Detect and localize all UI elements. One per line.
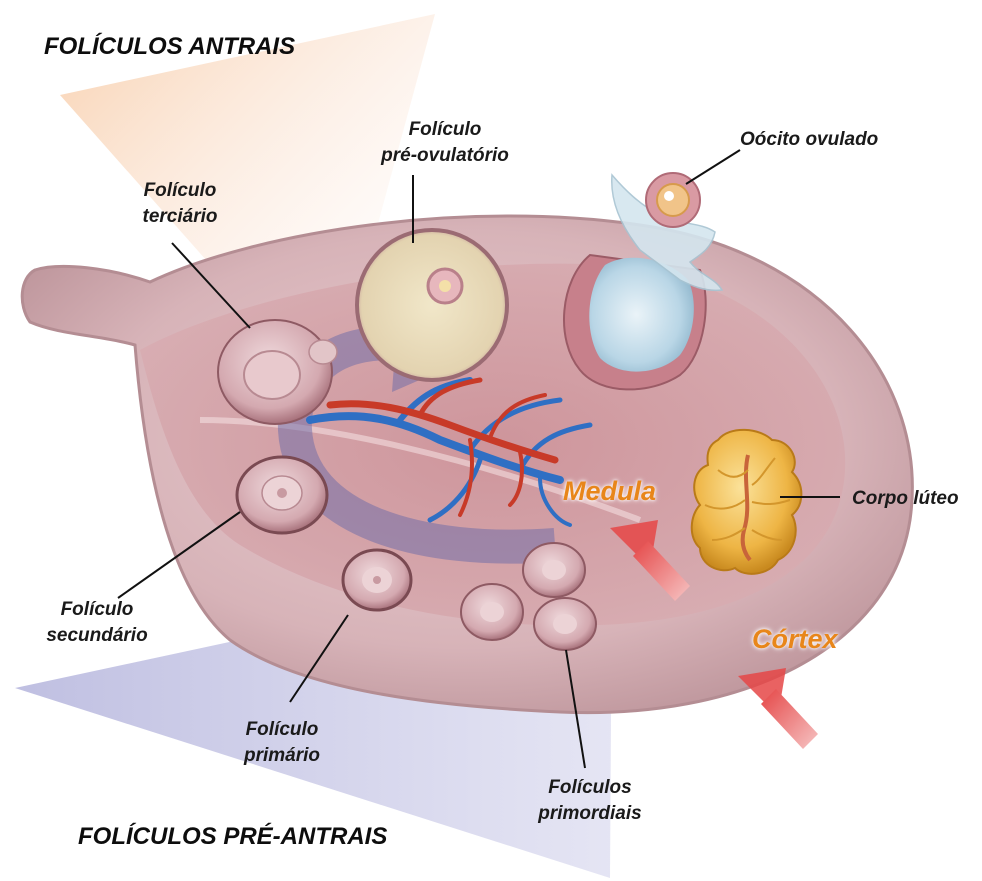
tertiary-label-line2: terciário [130, 204, 230, 230]
preovulatory-label-line2: pré-ovulatório [380, 143, 510, 169]
medulla-label: Medula [563, 476, 656, 507]
preovulatory-follicle-label: Folículo pré-ovulatório [380, 117, 510, 169]
tertiary-label-line1: Folículo [130, 178, 230, 204]
preovulatory-follicle [357, 230, 507, 380]
primary-follicle-label: Folículo primário [232, 717, 332, 769]
preovulatory-label-line1: Folículo [380, 117, 510, 143]
tertiary-follicle-label: Folículo terciário [130, 178, 230, 230]
secondary-label-line1: Folículo [42, 597, 152, 623]
primary-follicle [343, 550, 411, 610]
corpus-luteum-label: Corpo lúteo [852, 486, 959, 512]
preantral-follicles-header: FOLÍCULOS PRÉ-ANTRAIS [78, 823, 387, 851]
secondary-label-line2: secundário [42, 623, 152, 649]
ovulated-oocyte-label: Oócito ovulado [740, 127, 878, 153]
primordial-label-line1: Folículos [530, 775, 650, 801]
primary-label-line2: primário [232, 743, 332, 769]
leader-oocyte [686, 150, 740, 184]
antral-follicles-header: FOLÍCULOS ANTRAIS [44, 33, 295, 61]
secondary-follicle [237, 457, 327, 533]
cortex-label: Córtex [752, 624, 838, 655]
primary-label-line1: Folículo [232, 717, 332, 743]
secondary-follicle-label: Folículo secundário [42, 597, 152, 649]
primordial-follicles-label: Folículos primordiais [530, 775, 650, 827]
cortex-arrow [738, 668, 818, 749]
primordial-label-line2: primordiais [530, 801, 650, 827]
corpus-luteum [692, 430, 802, 574]
